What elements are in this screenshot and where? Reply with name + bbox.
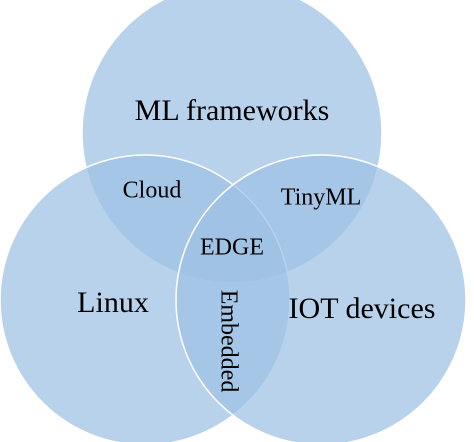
label-ml-frameworks: ML frameworks: [135, 94, 330, 127]
label-linux: Linux: [77, 286, 149, 319]
label-iot-devices: IOT devices: [289, 292, 436, 325]
label-edge: EDGE: [200, 235, 264, 261]
set-circle-iot-devices: [175, 154, 467, 442]
label-tinyml: TinyML: [281, 185, 361, 211]
label-cloud: Cloud: [123, 178, 182, 204]
label-embedded: Embedded: [215, 290, 241, 393]
